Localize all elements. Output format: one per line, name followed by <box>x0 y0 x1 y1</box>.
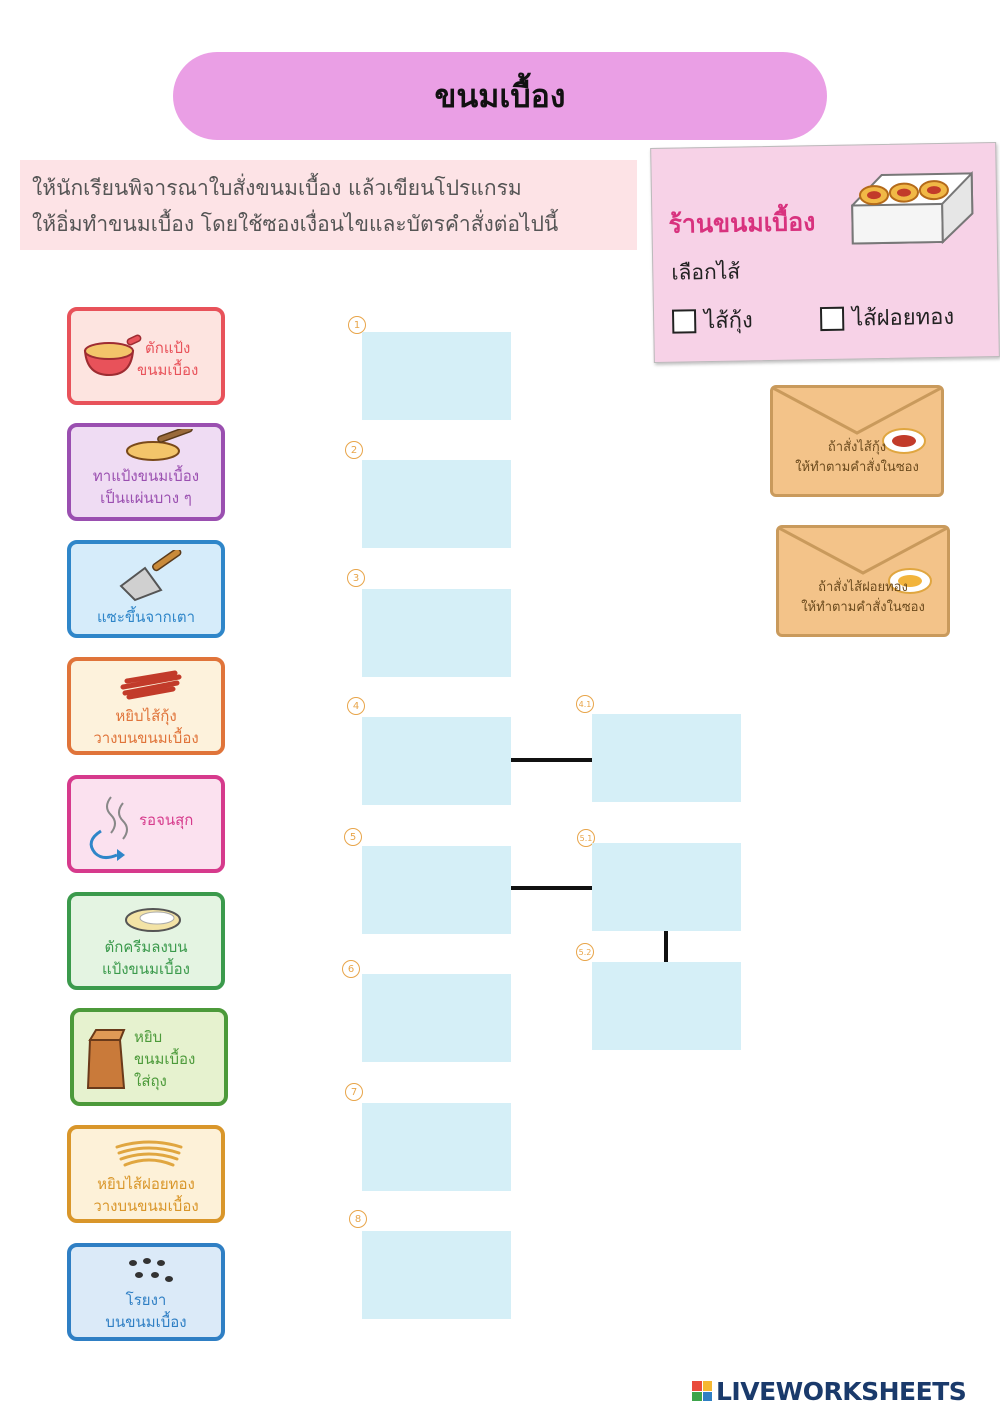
command-line-1: หยิบไส้กุ้ง <box>115 707 177 725</box>
answer-slot-7[interactable] <box>362 1103 511 1191</box>
command-card-sprinkle-sesame[interactable]: โรยงา บนขนมเบื้อง <box>67 1243 225 1341</box>
choose-filling-label: เลือกไส้ <box>671 259 741 285</box>
pastry-box-icon <box>851 170 974 245</box>
command-card-wait-until-cooked[interactable]: รอจนสุก <box>67 775 225 873</box>
envelope-shrimp-line-1: ถ้าสั่งไส้กุ้ง <box>827 440 887 455</box>
ladle-icon <box>83 334 142 377</box>
instructions-line-1: ให้นักเรียนพิจารณาใบสั่งขนมเบื้อง แล้วเข… <box>32 176 522 200</box>
order-card: ร้านขนมเบื้อง เลือกไส้ ไส้กุ้ง ไส้ฝอยทอง <box>650 141 1000 364</box>
connector-5-to-5-1 <box>511 886 592 890</box>
envelope-shrimp-text: ถ้าสั่งไส้กุ้ง ให้ทำตามคำสั่งในซอง <box>779 438 935 478</box>
command-line-2: วางบนขนมเบื้อง <box>93 1197 199 1215</box>
command-label: ตักแป้ง ขนมเบื้อง <box>137 337 198 381</box>
liveworksheets-logo: LIVEWORKSHEETS <box>692 1376 967 1406</box>
envelope-golden-threads-line-2: ให้ทำตามคำสั่งในซอง <box>801 600 925 615</box>
command-card-add-golden-threads[interactable]: หยิบไส้ฝอยทอง วางบนขนมเบื้อง <box>67 1125 225 1223</box>
connector-5-1-to-5-2 <box>664 931 668 962</box>
checkbox-golden-threads[interactable] <box>819 306 845 331</box>
answer-slot-5-1[interactable] <box>592 843 741 931</box>
answer-slot-4-1[interactable] <box>592 714 741 802</box>
golden-threads-dish-icon <box>888 568 932 594</box>
command-line-1: ตักแป้ง <box>145 339 191 357</box>
command-line-1: หยิบไส้ฝอยทอง <box>97 1175 195 1193</box>
answer-slot-4[interactable] <box>362 717 511 805</box>
cream-icon <box>125 908 181 932</box>
instructions-line-2: ให้อิ่มทำขนมเบื้อง โดยใช้ซองเงื่อนไขและบ… <box>32 212 559 236</box>
command-line-3: ใส่ถุง <box>134 1072 167 1090</box>
command-label: โรยงา บนขนมเบื้อง <box>71 1289 221 1333</box>
spread-batter-icon <box>126 429 193 461</box>
option-golden-threads[interactable]: ไส้ฝอยทอง <box>819 299 955 336</box>
slot-number: 4 <box>347 697 365 715</box>
slot-number: 2 <box>345 441 363 459</box>
command-line-1: โรยงา <box>125 1291 167 1309</box>
answer-slot-5-2[interactable] <box>592 962 741 1050</box>
envelope-flap-icon <box>773 388 941 435</box>
answer-slot-3[interactable] <box>362 589 511 677</box>
command-card-add-shrimp[interactable]: หยิบไส้กุ้ง วางบนขนมเบื้อง <box>67 657 225 755</box>
liveworksheets-logo-icon <box>692 1381 712 1401</box>
slot-number: 5.1 <box>577 829 595 847</box>
command-line-1: หยิบ <box>134 1028 163 1046</box>
slot-number: 7 <box>345 1083 363 1101</box>
command-label: หยิบไส้ฝอยทอง วางบนขนมเบื้อง <box>71 1173 221 1217</box>
command-line-2: แป้งขนมเบื้อง <box>102 960 190 978</box>
command-line-1: ทาแป้งขนมเบื้อง <box>92 467 200 485</box>
command-card-lift-from-stove[interactable]: แซะขึ้นจากเตา <box>67 540 225 638</box>
command-label: หยิบไส้กุ้ง วางบนขนมเบื้อง <box>71 705 221 749</box>
paper-bag-icon <box>86 1029 126 1089</box>
envelope-golden-threads-text: ถ้าสั่งไส้ฝอยทอง ให้ทำตามคำสั่งในซอง <box>785 578 941 618</box>
command-label: หยิบ ขนมเบื้อง ใส่ถุง <box>134 1026 195 1092</box>
command-label: ทาแป้งขนมเบื้อง เป็นแผ่นบาง ๆ <box>71 465 221 509</box>
command-line-1: รอจนสุก <box>139 811 194 829</box>
command-label: ตักครีมลงบน แป้งขนมเบื้อง <box>71 936 221 980</box>
command-card-add-cream[interactable]: ตักครีมลงบน แป้งขนมเบื้อง <box>67 892 225 990</box>
connector-4-to-4-1 <box>511 758 592 762</box>
page-title: ขนมเบื้อง <box>434 76 566 115</box>
slot-number: 5.2 <box>576 943 594 961</box>
option-shrimp-label: ไส้กุ้ง <box>703 308 753 335</box>
slot-number: 4.1 <box>576 695 594 713</box>
answer-slot-8[interactable] <box>362 1231 511 1319</box>
envelope-golden-threads-line-1: ถ้าสั่งไส้ฝอยทอง <box>818 580 908 595</box>
liveworksheets-logo-text: LIVEWORKSHEETS <box>716 1376 967 1406</box>
slot-number: 1 <box>348 316 366 334</box>
answer-slot-6[interactable] <box>362 974 511 1062</box>
command-line-2: เป็นแผ่นบาง ๆ <box>100 489 192 507</box>
answer-slot-2[interactable] <box>362 460 511 548</box>
command-line-1: แซะขึ้นจากเตา <box>97 608 195 626</box>
command-line-1: ตักครีมลงบน <box>104 938 188 956</box>
envelope-shrimp[interactable]: ถ้าสั่งไส้กุ้ง ให้ทำตามคำสั่งในซอง <box>770 385 944 497</box>
golden-threads-icon <box>115 1140 183 1167</box>
sesame-icon <box>129 1258 173 1282</box>
steam-wait-icon <box>89 796 128 861</box>
command-line-2: ขนมเบื้อง <box>134 1050 196 1068</box>
shop-name: ร้านขนมเบื้อง <box>668 207 816 239</box>
instructions-box: ให้นักเรียนพิจารณาใบสั่งขนมเบื้อง แล้วเข… <box>20 160 637 250</box>
command-line-2: วางบนขนมเบื้อง <box>93 729 199 747</box>
title-banner: ขนมเบื้อง <box>173 52 827 140</box>
shrimp-dish-icon <box>882 428 926 454</box>
envelope-flap-icon <box>779 528 947 575</box>
checkbox-shrimp[interactable] <box>671 308 697 334</box>
spatula-icon <box>119 550 182 602</box>
option-golden-threads-label: ไส้ฝอยทอง <box>851 304 955 332</box>
option-shrimp[interactable]: ไส้กุ้ง <box>671 302 753 338</box>
slot-number: 5 <box>344 828 362 846</box>
answer-slot-1[interactable] <box>362 332 511 420</box>
command-card-scoop-batter[interactable]: ตักแป้ง ขนมเบื้อง <box>67 307 225 405</box>
command-label: รอจนสุก <box>139 809 193 831</box>
slot-number: 3 <box>347 569 365 587</box>
envelope-shrimp-line-2: ให้ทำตามคำสั่งในซอง <box>795 460 919 475</box>
envelope-golden-threads[interactable]: ถ้าสั่งไส้ฝอยทอง ให้ทำตามคำสั่งในซอง <box>776 525 950 637</box>
command-card-bag-pastry[interactable]: หยิบ ขนมเบื้อง ใส่ถุง <box>70 1008 228 1106</box>
command-line-2: ขนมเบื้อง <box>137 361 199 379</box>
command-label: แซะขึ้นจากเตา <box>71 606 221 628</box>
slot-number: 8 <box>349 1210 367 1228</box>
command-card-spread-batter[interactable]: ทาแป้งขนมเบื้อง เป็นแผ่นบาง ๆ <box>67 423 225 521</box>
answer-slot-5[interactable] <box>362 846 511 934</box>
shrimp-filling-icon <box>120 670 182 700</box>
command-line-2: บนขนมเบื้อง <box>105 1313 187 1331</box>
slot-number: 6 <box>342 960 360 978</box>
